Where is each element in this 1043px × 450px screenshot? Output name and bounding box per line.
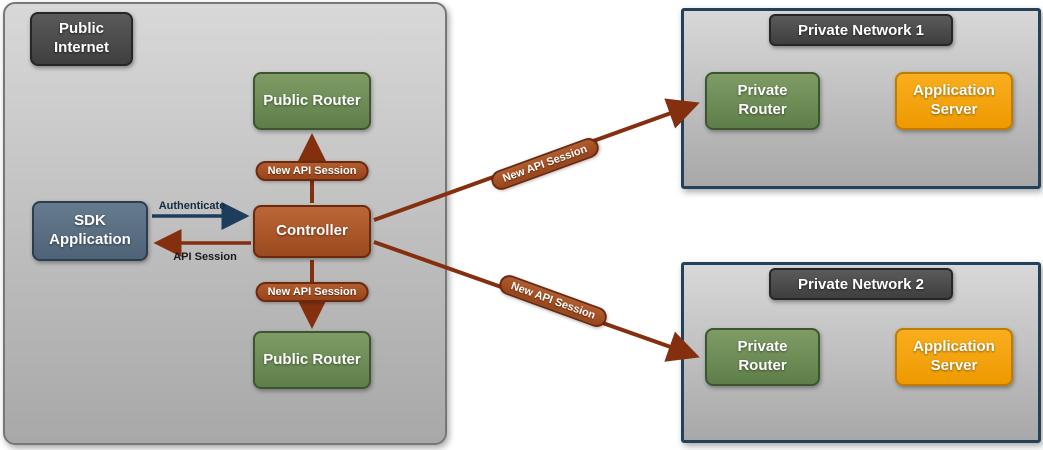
new-api-session-label-top: New API Session [255,161,369,181]
private-network-1-router-node: Private Router [705,72,820,130]
new-api-session-label-bottom: New API Session [255,282,369,302]
public-router-bottom-node: Public Router [253,331,371,389]
private-network-1-label: Private Network 1 [769,14,953,46]
sdk-application-node: SDK Application [32,201,148,261]
private-network-1-application-server-node: Application Server [895,72,1013,130]
authenticate-label: Authenticate [158,200,226,212]
private-network-2-application-server-node: Application Server [895,328,1013,386]
controller-node: Controller [253,205,371,258]
private-network-2-router-node: Private Router [705,328,820,386]
new-api-session-label-network-1: New API Session [488,135,602,193]
public-router-top-node: Public Router [253,72,371,130]
private-network-2-label: Private Network 2 [769,268,953,300]
api-session-label: API Session [173,251,237,263]
new-api-session-label-network-2: New API Session [496,272,610,330]
public-internet-label: Public Internet [30,12,133,66]
